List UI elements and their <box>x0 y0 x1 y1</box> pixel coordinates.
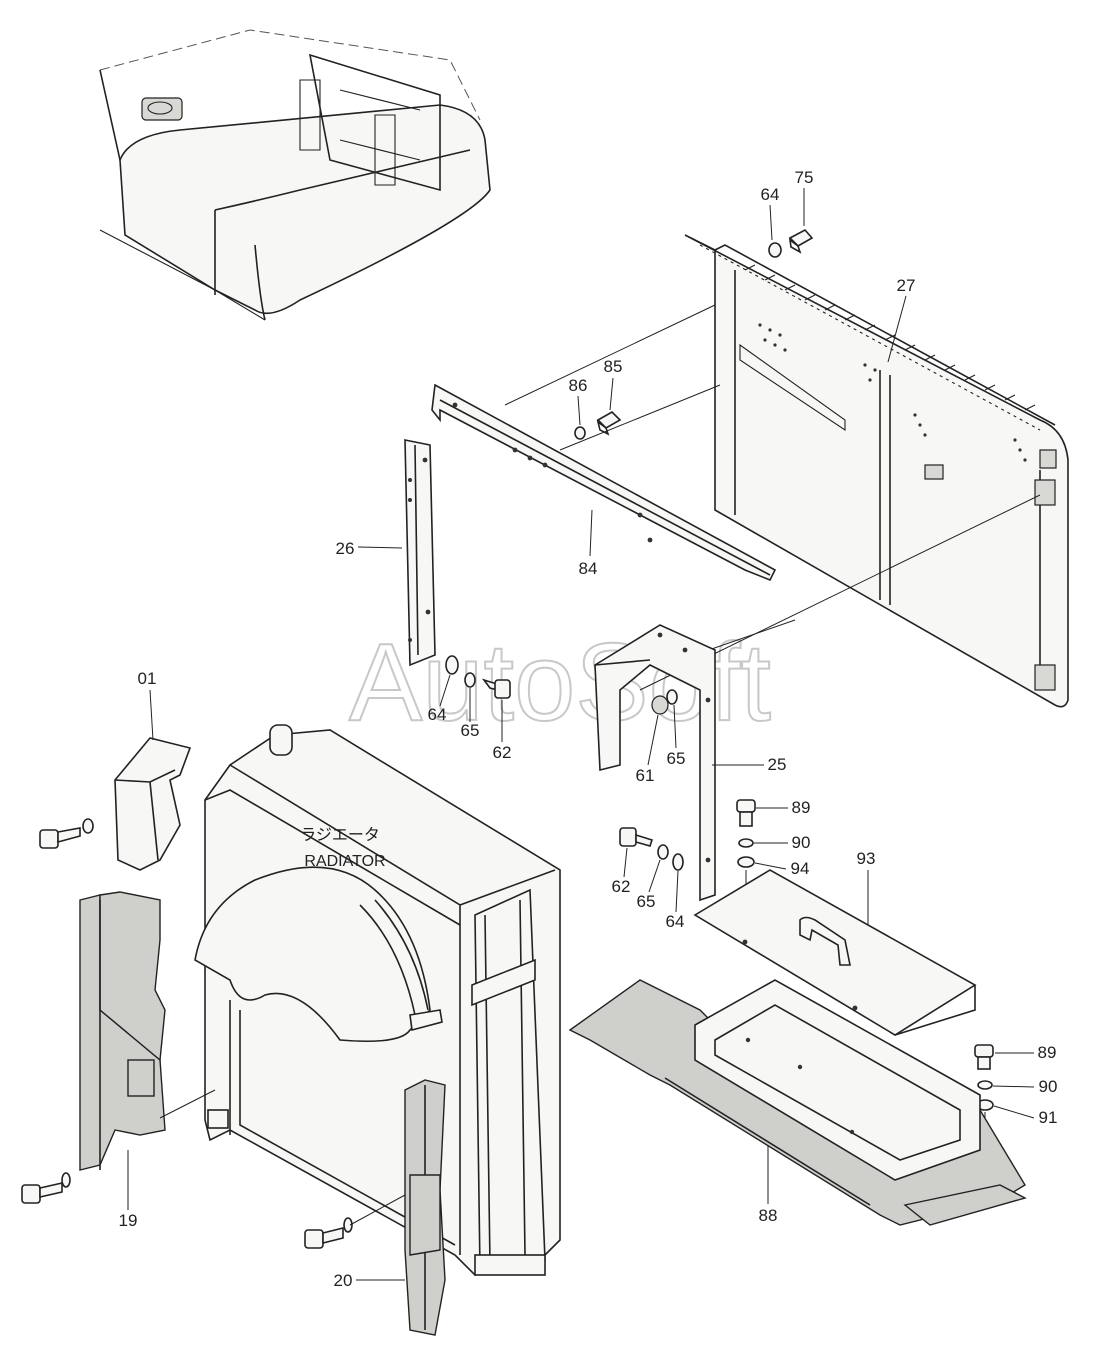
callout-90-top: 90 <box>792 833 811 852</box>
callout-20: 20 <box>334 1271 353 1290</box>
crossbar-84 <box>431 383 777 582</box>
callout-85: 85 <box>604 357 623 376</box>
cover-01 <box>114 737 192 871</box>
callout-19: 19 <box>119 1211 138 1230</box>
callout-65-right: 65 <box>667 749 686 768</box>
callout-90-bottom: 90 <box>1039 1077 1058 1096</box>
callout-01: 01 <box>138 669 157 688</box>
bolt-seal-20 <box>304 1194 406 1249</box>
radiator-label-en: RADIATOR <box>304 853 385 870</box>
bolt-85 <box>574 411 622 440</box>
radiator-label-jp: ラジエータ <box>300 826 380 844</box>
seal-19 <box>79 891 216 1171</box>
bracket-25 <box>594 624 716 902</box>
radiator: ラジエータ RADIATOR <box>194 724 561 1276</box>
bracket-26 <box>404 439 436 667</box>
callout-62-bottom: 62 <box>612 877 631 896</box>
upper-cover-frame <box>684 234 1069 708</box>
callout-88: 88 <box>759 1206 778 1225</box>
callout-89-bottom: 89 <box>1038 1043 1057 1062</box>
bolt-cover-01 <box>39 818 94 849</box>
machine-hood-overview <box>99 29 491 321</box>
callout-94: 94 <box>791 859 810 878</box>
callout-61: 61 <box>636 766 655 785</box>
callout-25: 25 <box>768 755 787 774</box>
callout-84: 84 <box>579 559 598 578</box>
seal-20 <box>404 1079 446 1336</box>
fasteners-upper-left <box>445 655 511 699</box>
callout-91: 91 <box>1039 1108 1058 1127</box>
bolt-75 <box>768 228 814 258</box>
callout-64-mid: 64 <box>428 705 447 724</box>
callout-86: 86 <box>569 376 588 395</box>
callout-64-bottom: 64 <box>666 912 685 931</box>
callout-75: 75 <box>795 168 814 187</box>
callout-62-top: 62 <box>493 743 512 762</box>
bolt-seal-19 <box>21 1172 71 1204</box>
fasteners-lower-middle <box>619 827 684 871</box>
callout-64-top: 64 <box>761 185 780 204</box>
callout-27: 27 <box>897 276 916 295</box>
callout-93: 93 <box>857 849 876 868</box>
callout-89-top: 89 <box>792 798 811 817</box>
tray-88 <box>568 979 1027 1226</box>
callout-26: 26 <box>336 539 355 558</box>
cover-plate-93 <box>693 869 977 1036</box>
callouts: 75 64 27 85 86 26 84 01 64 65 62 61 65 2… <box>119 168 1058 1290</box>
callout-65-left: 65 <box>461 721 480 740</box>
callout-65-bottom: 65 <box>637 892 656 911</box>
